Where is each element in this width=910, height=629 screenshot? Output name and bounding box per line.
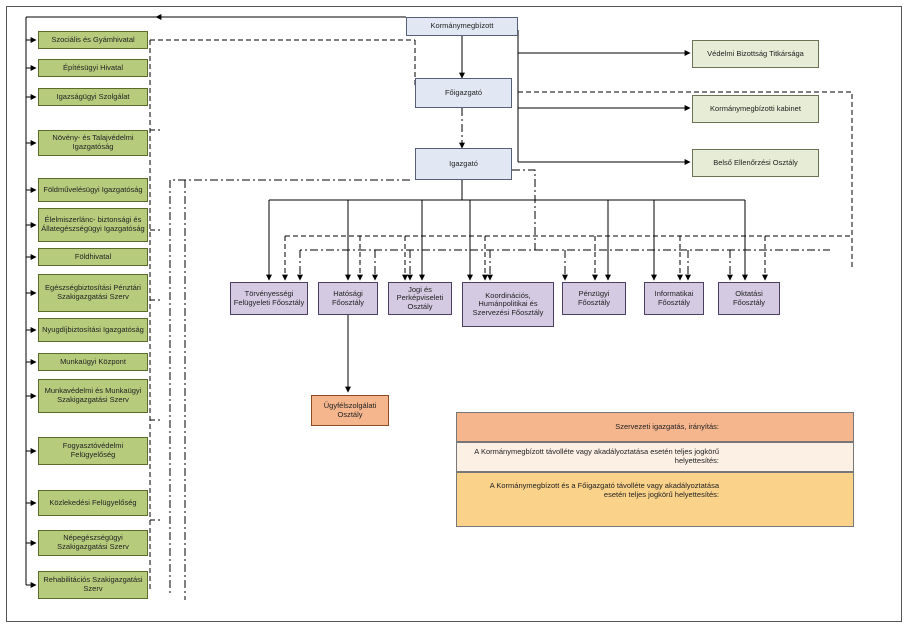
left-office-12: Fogyasztóvédelmi Felügyelőség xyxy=(38,437,148,465)
left-office-2: Építésügyi Hivatal xyxy=(38,59,148,77)
right-office-kabinet: Kormánymegbízotti kabinet xyxy=(692,95,819,123)
left-office-8: Egészségbiztosítási Pénztári Szakigazgat… xyxy=(38,274,148,312)
dept-penzugyi: Pénzügyi Főosztály xyxy=(562,282,626,315)
legend-solid-label: Szervezeti igazgatás, irányítás: xyxy=(615,422,719,431)
dept-hatosagi: Hatósági Főosztály xyxy=(318,282,378,315)
left-office-15: Rehabilitációs Szakigazgatási Szerv xyxy=(38,571,148,599)
dept-torvenyessegi: Törvényességi Felügyeleti Főosztály xyxy=(230,282,308,315)
left-office-5: Földművelésügyi Igazgatóság xyxy=(38,178,148,202)
dept-oktatasi: Oktatási Főosztály xyxy=(718,282,780,315)
left-office-14: Népegészségügyi Szakigazgatási Szerv xyxy=(38,530,148,556)
legend-dashdot-label: A Kormánymegbízott és a Főigazgató távol… xyxy=(489,481,719,499)
left-office-10: Munkaügyi Központ xyxy=(38,353,148,371)
dept-koordinacios: Koordinációs, Humánpolitikai és Szervezé… xyxy=(462,282,554,327)
dept-ugyfelszolgalati: Ügyfélszolgálati Osztály xyxy=(311,395,389,426)
right-office-vedelmi: Védelmi Bizottság Titkársága xyxy=(692,40,819,68)
legend-dashed-row: A Kormánymegbízott távolléte vagy akadál… xyxy=(456,442,854,472)
left-office-11: Munkavédelmi és Munkaügyi Szakigazgatási… xyxy=(38,379,148,413)
diagram-frame xyxy=(6,6,902,622)
left-office-13: Közlekedési Felügyelőség xyxy=(38,490,148,516)
left-office-3: Igazságügyi Szolgálat xyxy=(38,88,148,106)
left-office-1: Szociális és Gyámhivatal xyxy=(38,31,148,49)
kormanymegbizott-box: Kormánymegbízott xyxy=(406,17,518,36)
dept-jogi: Jogi és Perképviseleti Osztály xyxy=(388,282,452,315)
left-office-4: Növény- és Talajvédelmi Igazgatóság xyxy=(38,130,148,156)
foigazgato-box: Főigazgató xyxy=(415,78,512,108)
right-office-ellenorzesi: Belső Ellenőrzési Osztály xyxy=(692,149,819,177)
left-office-9: Nyugdíjbiztosítási Igazgatóság xyxy=(38,318,148,342)
dept-informatikai: Informatikai Főosztály xyxy=(644,282,704,315)
left-office-6: Élelmiszerlánc- biztonsági és Állategész… xyxy=(38,208,148,242)
legend-solid-row: Szervezeti igazgatás, irányítás: xyxy=(456,412,854,442)
igazgato-box: Igazgató xyxy=(415,148,512,180)
legend-dashdot-row: A Kormánymegbízott és a Főigazgató távol… xyxy=(456,472,854,527)
legend-dashed-label: A Kormánymegbízott távolléte vagy akadál… xyxy=(474,447,719,465)
left-office-7: Földhivatal xyxy=(38,248,148,266)
